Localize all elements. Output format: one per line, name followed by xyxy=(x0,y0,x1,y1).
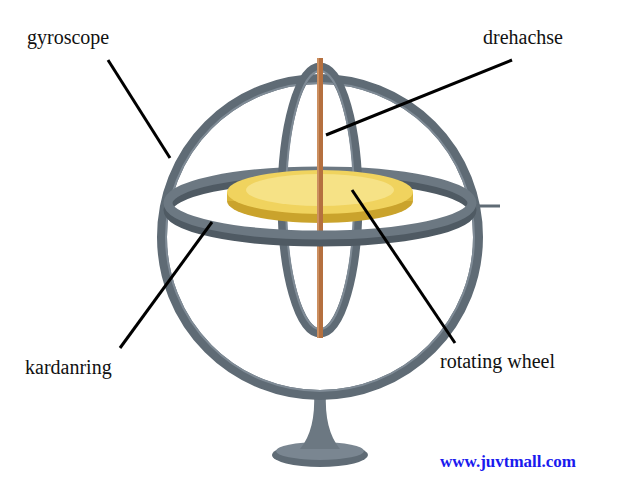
gimbal-pin xyxy=(476,205,500,208)
part-label: rotating wheel xyxy=(440,350,555,373)
part-label: drehachse xyxy=(483,26,563,49)
leader-line xyxy=(120,222,212,348)
leader-line xyxy=(108,60,170,158)
part-label: gyroscope xyxy=(27,26,109,49)
leader-line xyxy=(352,190,455,343)
axle xyxy=(317,58,323,338)
leader-line xyxy=(326,60,512,135)
gimbal-ring-front xyxy=(168,203,472,235)
part-label: kardanring xyxy=(25,356,112,379)
axle-highlight xyxy=(317,58,319,338)
stand-stem xyxy=(300,392,340,449)
watermark: www.juvtmall.com xyxy=(440,452,576,472)
